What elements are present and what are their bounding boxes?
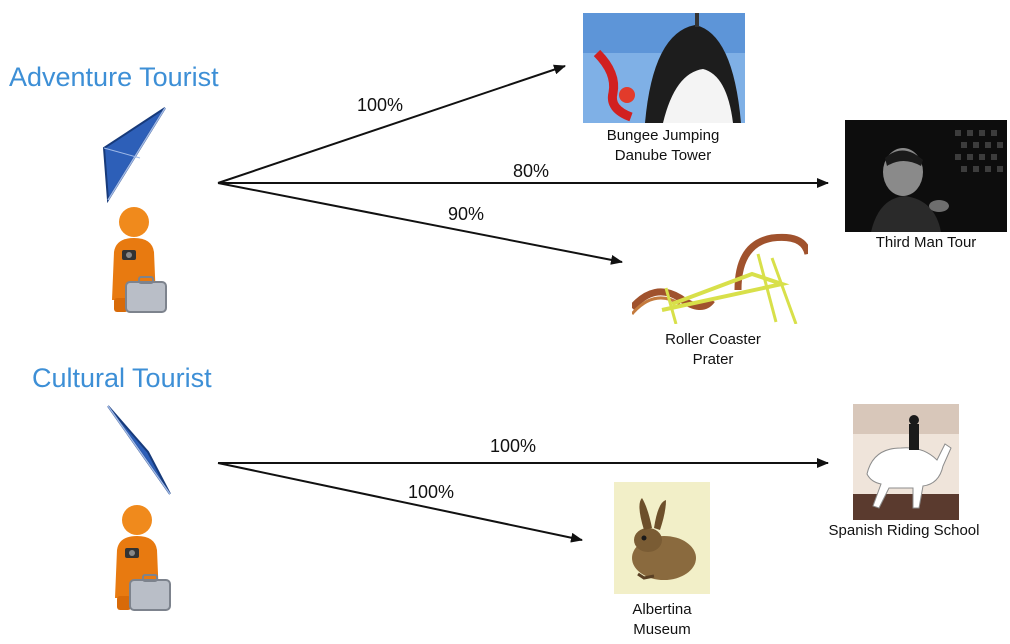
albertina-caption-line2: Museum [633, 621, 691, 638]
percent-label-albertina: 100% [408, 482, 454, 502]
roller-coaster-photo [632, 214, 808, 324]
bungee-jumping-photo [583, 13, 745, 123]
percent-label-bungee: 100% [357, 95, 403, 115]
suitcase-icon [129, 574, 171, 611]
roller-coaster-caption-line2: Prater [692, 351, 734, 368]
bungee-caption-line2: Danube Tower [614, 147, 712, 164]
arrow-adventure-roller [217, 182, 623, 265]
percent-label-third-man: 80% [513, 161, 549, 181]
spanish-riding-caption: Spanish Riding School [800, 521, 1008, 541]
arrow-adventure-bungee [217, 64, 566, 184]
third-man-caption: Third Man Tour [842, 233, 1010, 253]
bungee-caption: Bungee Jumping Danube Tower [578, 126, 748, 166]
percent-label-roller: 90% [448, 204, 484, 224]
kite-icon [102, 107, 166, 204]
spanish-riding-caption-line1: Spanish Riding School [828, 522, 980, 539]
percent-label-spanish: 100% [490, 436, 536, 456]
bungee-caption-line1: Bungee Jumping [606, 127, 720, 144]
cultural-tourist-title: Cultural Tourist [32, 363, 212, 393]
arrow-cultural-albertina [217, 462, 583, 543]
third-man-caption-line1: Third Man Tour [875, 234, 977, 251]
albertina-hare-photo [614, 482, 710, 594]
spanish-riding-school-photo [853, 404, 959, 520]
third-man-tour-photo [845, 120, 1007, 232]
albertina-caption: Albertina Museum [600, 600, 724, 640]
albertina-caption-line1: Albertina [632, 601, 692, 618]
kite-icon [107, 405, 171, 495]
roller-coaster-caption: Roller Coaster Prater [628, 330, 798, 370]
roller-coaster-caption-line1: Roller Coaster [665, 331, 761, 348]
suitcase-icon [125, 276, 167, 313]
adventure-tourist-title: Adventure Tourist [9, 62, 219, 92]
